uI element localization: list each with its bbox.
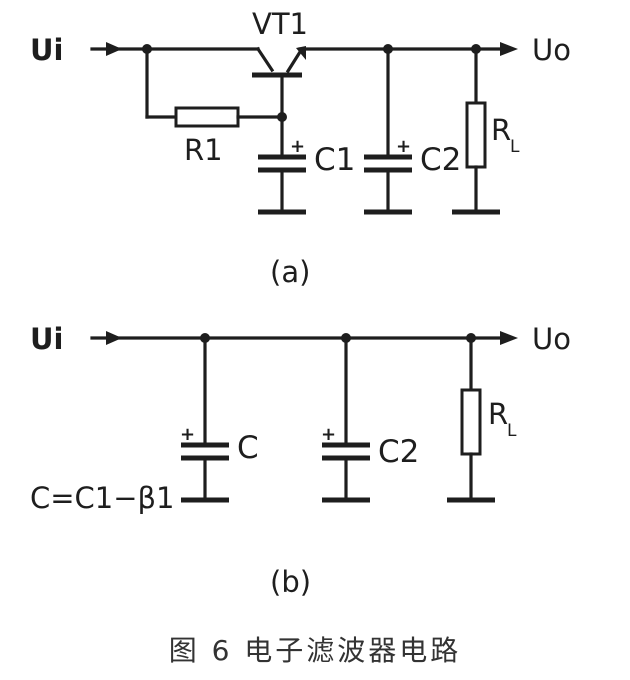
input-arrow-a — [106, 42, 122, 56]
resistor-r1-label: R1 — [184, 133, 223, 167]
capacitor-c-b: + C C=C1−β1 — [30, 333, 259, 515]
output-label-a: Uo — [532, 33, 571, 67]
input-arrow-b — [106, 331, 122, 345]
input-label-a: Ui — [30, 33, 64, 67]
load-label-b: R — [488, 397, 508, 431]
collector-lead — [255, 46, 275, 73]
load-resistor-b: R L — [447, 333, 517, 503]
load-subscript-b: L — [507, 421, 517, 441]
c2-plus-a: + — [396, 136, 411, 157]
panel-label-b: (b) — [270, 565, 311, 599]
c1-plus: + — [290, 136, 305, 157]
diagram-b: Ui + C C=C1−β1 + C2 — [30, 322, 571, 599]
capacitor-c-label: C — [237, 430, 259, 466]
input-label-b: Ui — [30, 322, 64, 356]
c2-plus-b: + — [321, 424, 336, 445]
output-label-b: Uo — [532, 322, 571, 356]
output-arrow-a — [500, 42, 518, 56]
panel-label-a: (a) — [270, 255, 310, 289]
output-arrow-b — [500, 331, 518, 345]
capacitor-c1: + C1 — [258, 136, 355, 215]
capacitor-c2-a: + C2 — [364, 44, 461, 215]
capacitor-c2-b: + C2 — [321, 333, 419, 503]
capacitor-c2-label-b: C2 — [378, 434, 419, 470]
formula-label: C=C1−β1 — [30, 481, 175, 515]
c-plus-b: + — [180, 424, 195, 445]
load-resistor-a: R L — [452, 44, 520, 215]
transistor-label: VT1 — [252, 7, 308, 41]
capacitor-c2-label-a: C2 — [420, 142, 461, 178]
load-label-a: R — [491, 113, 511, 147]
figure-caption: 图 6 电子滤波器电路 — [169, 634, 462, 667]
transistor-vt1: VT1 — [252, 7, 502, 78]
load-subscript-a: L — [510, 137, 520, 157]
diagram-a: Ui VT1 R1 + C1 — [30, 7, 571, 289]
emitter-lead — [285, 49, 303, 74]
resistor-r1 — [174, 106, 240, 128]
capacitor-c1-label: C1 — [314, 142, 355, 178]
